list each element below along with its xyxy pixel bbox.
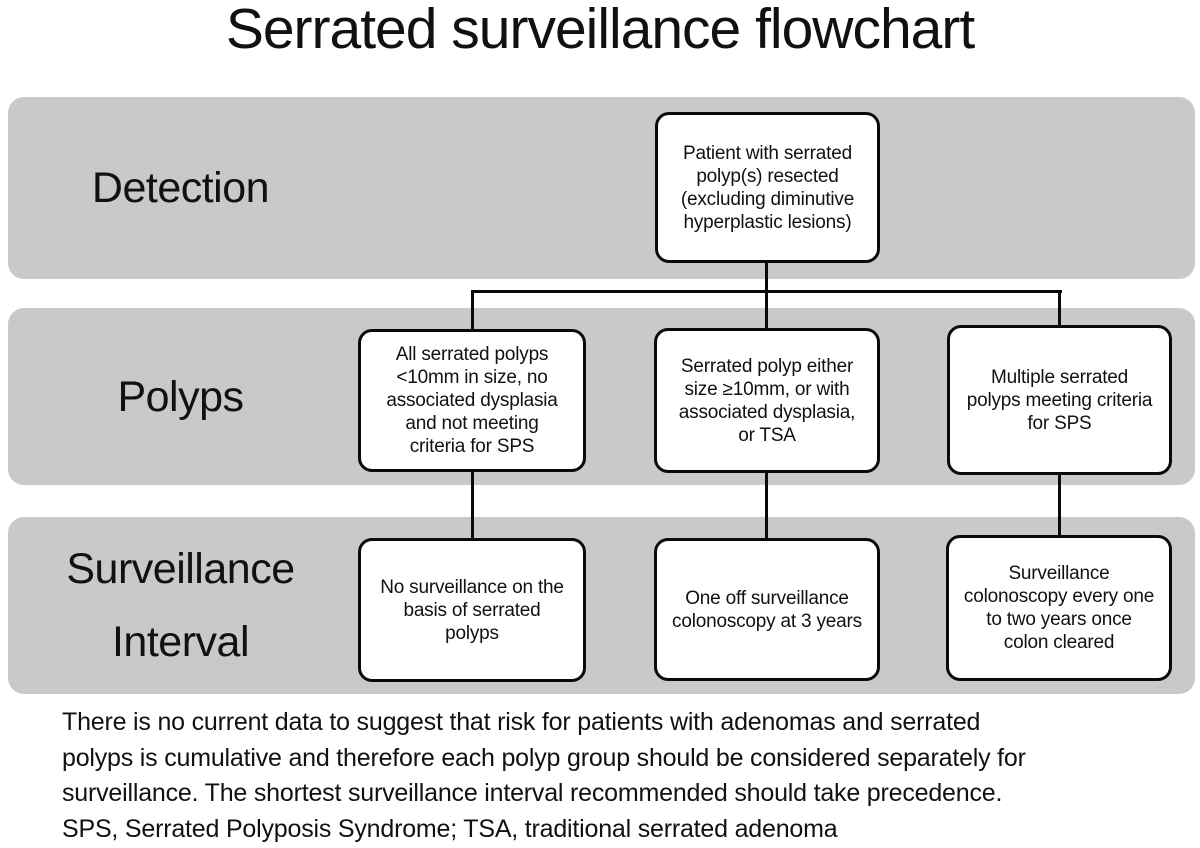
node-polyps-meeting-sps-criteria: Multiple serrated polyps meeting criteri… <box>947 325 1172 475</box>
row-label-polyps: Polyps <box>117 372 244 421</box>
connector-horizontal <box>471 290 1062 293</box>
connector-left-drop <box>471 290 474 331</box>
connector-left-column <box>471 471 474 539</box>
node-no-surveillance: No surveillance on the basis of serrated… <box>358 538 586 682</box>
band-detection <box>8 97 1195 279</box>
node-one-off-colonoscopy-3-years: One off surveillance colonoscopy at 3 ye… <box>654 538 880 681</box>
connector-right-column <box>1058 474 1061 536</box>
row-label-surveillance-interval: Surveillance Interval <box>66 544 295 666</box>
node-colonoscopy-one-to-two-years: Surveillance colonoscopy every one to tw… <box>946 535 1172 681</box>
node-polyps-small-no-dysplasia: All serrated polyps <10mm in size, no as… <box>358 329 586 472</box>
connector-middle-column <box>765 472 768 539</box>
row-label-detection: Detection <box>91 164 270 212</box>
connector-detection-down <box>765 261 768 330</box>
connector-right-drop <box>1058 290 1061 327</box>
footnote-text: There is no current data to suggest that… <box>62 708 1026 843</box>
page-title: Serrated surveillance flowchart <box>225 0 975 61</box>
node-polyp-large-or-dysplasia-or-tsa: Serrated polyp either size ≥10mm, or wit… <box>654 328 880 473</box>
node-patient-resected: Patient with serrated polyp(s) resected … <box>655 112 880 263</box>
